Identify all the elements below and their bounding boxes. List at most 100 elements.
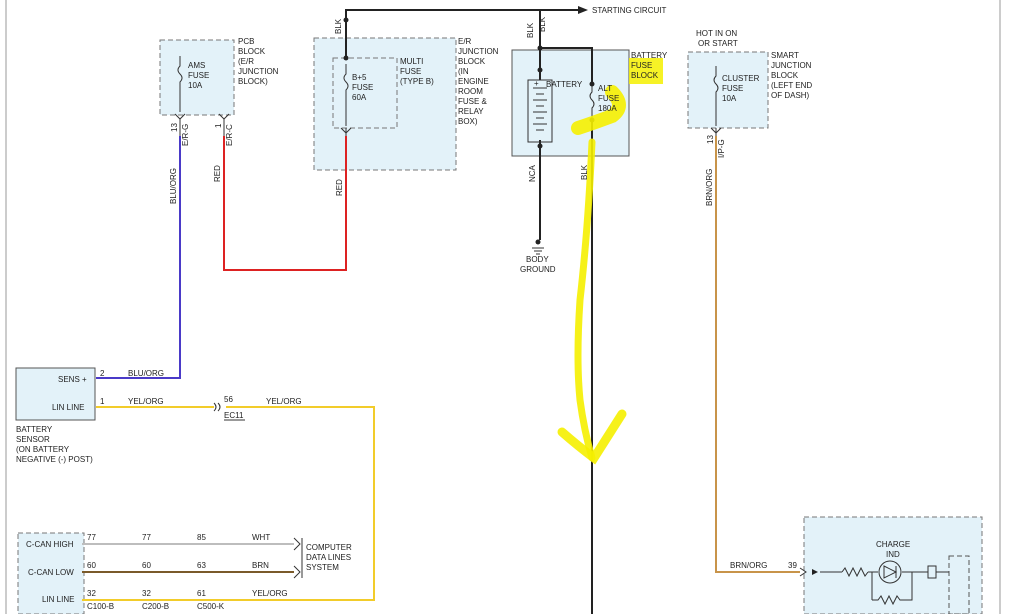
connector-label: E/R-G bbox=[181, 124, 190, 146]
data-arrow-wht bbox=[293, 537, 301, 551]
c-can-high-label: C-CAN HIGH bbox=[26, 540, 74, 549]
battery-fuse-block-label: BLOCK bbox=[631, 71, 659, 80]
battery-plus: + bbox=[534, 79, 539, 88]
smart-junction-label: SMART bbox=[771, 51, 799, 60]
battery-label: BATTERY bbox=[546, 80, 583, 89]
ams-fuse-label: FUSE bbox=[188, 71, 209, 80]
er-junction-label: FUSE & bbox=[458, 97, 488, 106]
b5-fuse-label: FUSE bbox=[352, 83, 373, 92]
alt-fuse-label: FUSE bbox=[598, 94, 619, 103]
junction-dot bbox=[537, 45, 543, 51]
pcb-block-label: BLOCK bbox=[238, 47, 266, 56]
wire-color-label: RED bbox=[335, 179, 344, 196]
er-junction-label: RELAY bbox=[458, 107, 484, 116]
wire-color-label: BRN/ORG bbox=[730, 561, 767, 570]
multi-fuse-box bbox=[332, 57, 398, 129]
cluster-fuse-label: CLUSTER bbox=[722, 74, 760, 83]
highlight-down-stroke bbox=[574, 138, 596, 462]
pcb-block-label: JUNCTION bbox=[238, 67, 279, 76]
pin-label: 56 bbox=[224, 395, 233, 404]
pcb-block-label: PCB bbox=[238, 37, 254, 46]
multi-fuse-label: FUSE bbox=[400, 67, 421, 76]
battery-sensor-label: (ON BATTERY bbox=[16, 445, 70, 454]
c-can-low-label: C-CAN LOW bbox=[28, 568, 74, 577]
charge-ind-label: CHARGE bbox=[876, 540, 910, 549]
junction-dot bbox=[537, 143, 543, 149]
er-junction-label: BOX) bbox=[458, 117, 478, 126]
data-arrow-brn bbox=[293, 565, 301, 579]
battery-sensor-label: BATTERY bbox=[16, 425, 53, 434]
alt-fuse-label: 180A bbox=[598, 104, 617, 113]
yel-org-wire bbox=[82, 406, 375, 601]
pin-label: 1 bbox=[214, 123, 223, 128]
computer-data-label: COMPUTER bbox=[306, 543, 352, 552]
smart-junction-label: BLOCK bbox=[771, 71, 799, 80]
lin-line-label: LIN LINE bbox=[52, 403, 84, 412]
b5-fuse-label: B+5 bbox=[352, 73, 367, 82]
charge-indicator-circuit bbox=[799, 560, 949, 606]
pcb-block-box bbox=[159, 39, 235, 116]
battery-fuse-block-label: FUSE bbox=[631, 61, 652, 70]
blk-label: BLK bbox=[334, 18, 343, 34]
cluster-fuse-label: FUSE bbox=[722, 84, 743, 93]
wire-color-label: BLK bbox=[580, 164, 589, 180]
blk-top-wire bbox=[345, 9, 541, 58]
pin-label: 32 bbox=[142, 589, 151, 598]
junction-dot bbox=[537, 67, 543, 73]
cluster-inner-box bbox=[948, 555, 970, 614]
blk-label: BLK bbox=[526, 22, 535, 38]
junction-dot bbox=[343, 55, 349, 61]
smart-junction-label: (LEFT END bbox=[771, 81, 812, 90]
highlight-arrow-head bbox=[557, 409, 627, 465]
er-junction-label: E/R bbox=[458, 37, 472, 46]
battery-fuse-block-box bbox=[511, 49, 630, 157]
pin-label: 1 bbox=[100, 397, 105, 406]
pin-label: 2 bbox=[100, 369, 105, 378]
connector-label: C500-K bbox=[197, 602, 225, 611]
hot-label: HOT IN ON bbox=[696, 29, 737, 38]
ams-fuse-label: 10A bbox=[188, 81, 203, 90]
alt-fuse-label: ALT bbox=[598, 84, 612, 93]
connector-label: E/R-C bbox=[225, 124, 234, 146]
pin-label: 61 bbox=[197, 589, 206, 598]
wire-color-label: WHT bbox=[252, 533, 270, 542]
connector-label: C100-B bbox=[87, 602, 114, 611]
ams-fuse-label: AMS bbox=[188, 61, 205, 70]
computer-data-label: DATA LINES bbox=[306, 553, 351, 562]
wire-color-label: BLU/ORG bbox=[169, 168, 178, 204]
battery-sensor-label: SENSOR bbox=[16, 435, 50, 444]
blu-org-wire bbox=[96, 136, 181, 379]
pin-label: 13 bbox=[170, 123, 179, 132]
body-ground-label: GROUND bbox=[520, 265, 556, 274]
pin-label: 63 bbox=[197, 561, 206, 570]
computer-data-label: SYSTEM bbox=[306, 563, 339, 572]
junction-dot bbox=[589, 81, 595, 87]
wire-color-label: RED bbox=[213, 165, 222, 182]
pcb-block-label: (E/R bbox=[238, 57, 254, 66]
wire-color-label: BRN bbox=[252, 561, 269, 570]
sens-plus-label: SENS + bbox=[58, 375, 87, 384]
battery-symbol bbox=[527, 79, 553, 143]
er-junction-label: BLOCK bbox=[458, 57, 486, 66]
ground-symbol bbox=[532, 239, 544, 255]
ec11-connector-symbol bbox=[213, 402, 221, 412]
multi-fuse-label: MULTI bbox=[400, 57, 423, 66]
lin-line-bottom-label: LIN LINE bbox=[42, 595, 74, 604]
smart-junction-label: OF DASH) bbox=[771, 91, 810, 100]
starting-circuit-label: STARTING CIRCUIT bbox=[592, 6, 666, 15]
highlight-scribble bbox=[571, 85, 626, 135]
pin-label: 32 bbox=[87, 589, 96, 598]
blk-alt-link-wire bbox=[540, 47, 593, 84]
connector-label: EC11 bbox=[224, 411, 244, 420]
pcb-block-label: BLOCK) bbox=[238, 77, 268, 86]
brn-org-wire bbox=[715, 136, 800, 573]
wire-color-label: NCA bbox=[528, 164, 537, 182]
pin-label: 39 bbox=[788, 561, 797, 570]
pin-label: 60 bbox=[142, 561, 151, 570]
wire-color-label: YEL/ORG bbox=[252, 589, 288, 598]
connector-label: C200-B bbox=[142, 602, 169, 611]
pin-label: 13 bbox=[706, 135, 715, 144]
ams-fuse-symbol bbox=[177, 56, 183, 112]
pin-label: 77 bbox=[142, 533, 151, 542]
